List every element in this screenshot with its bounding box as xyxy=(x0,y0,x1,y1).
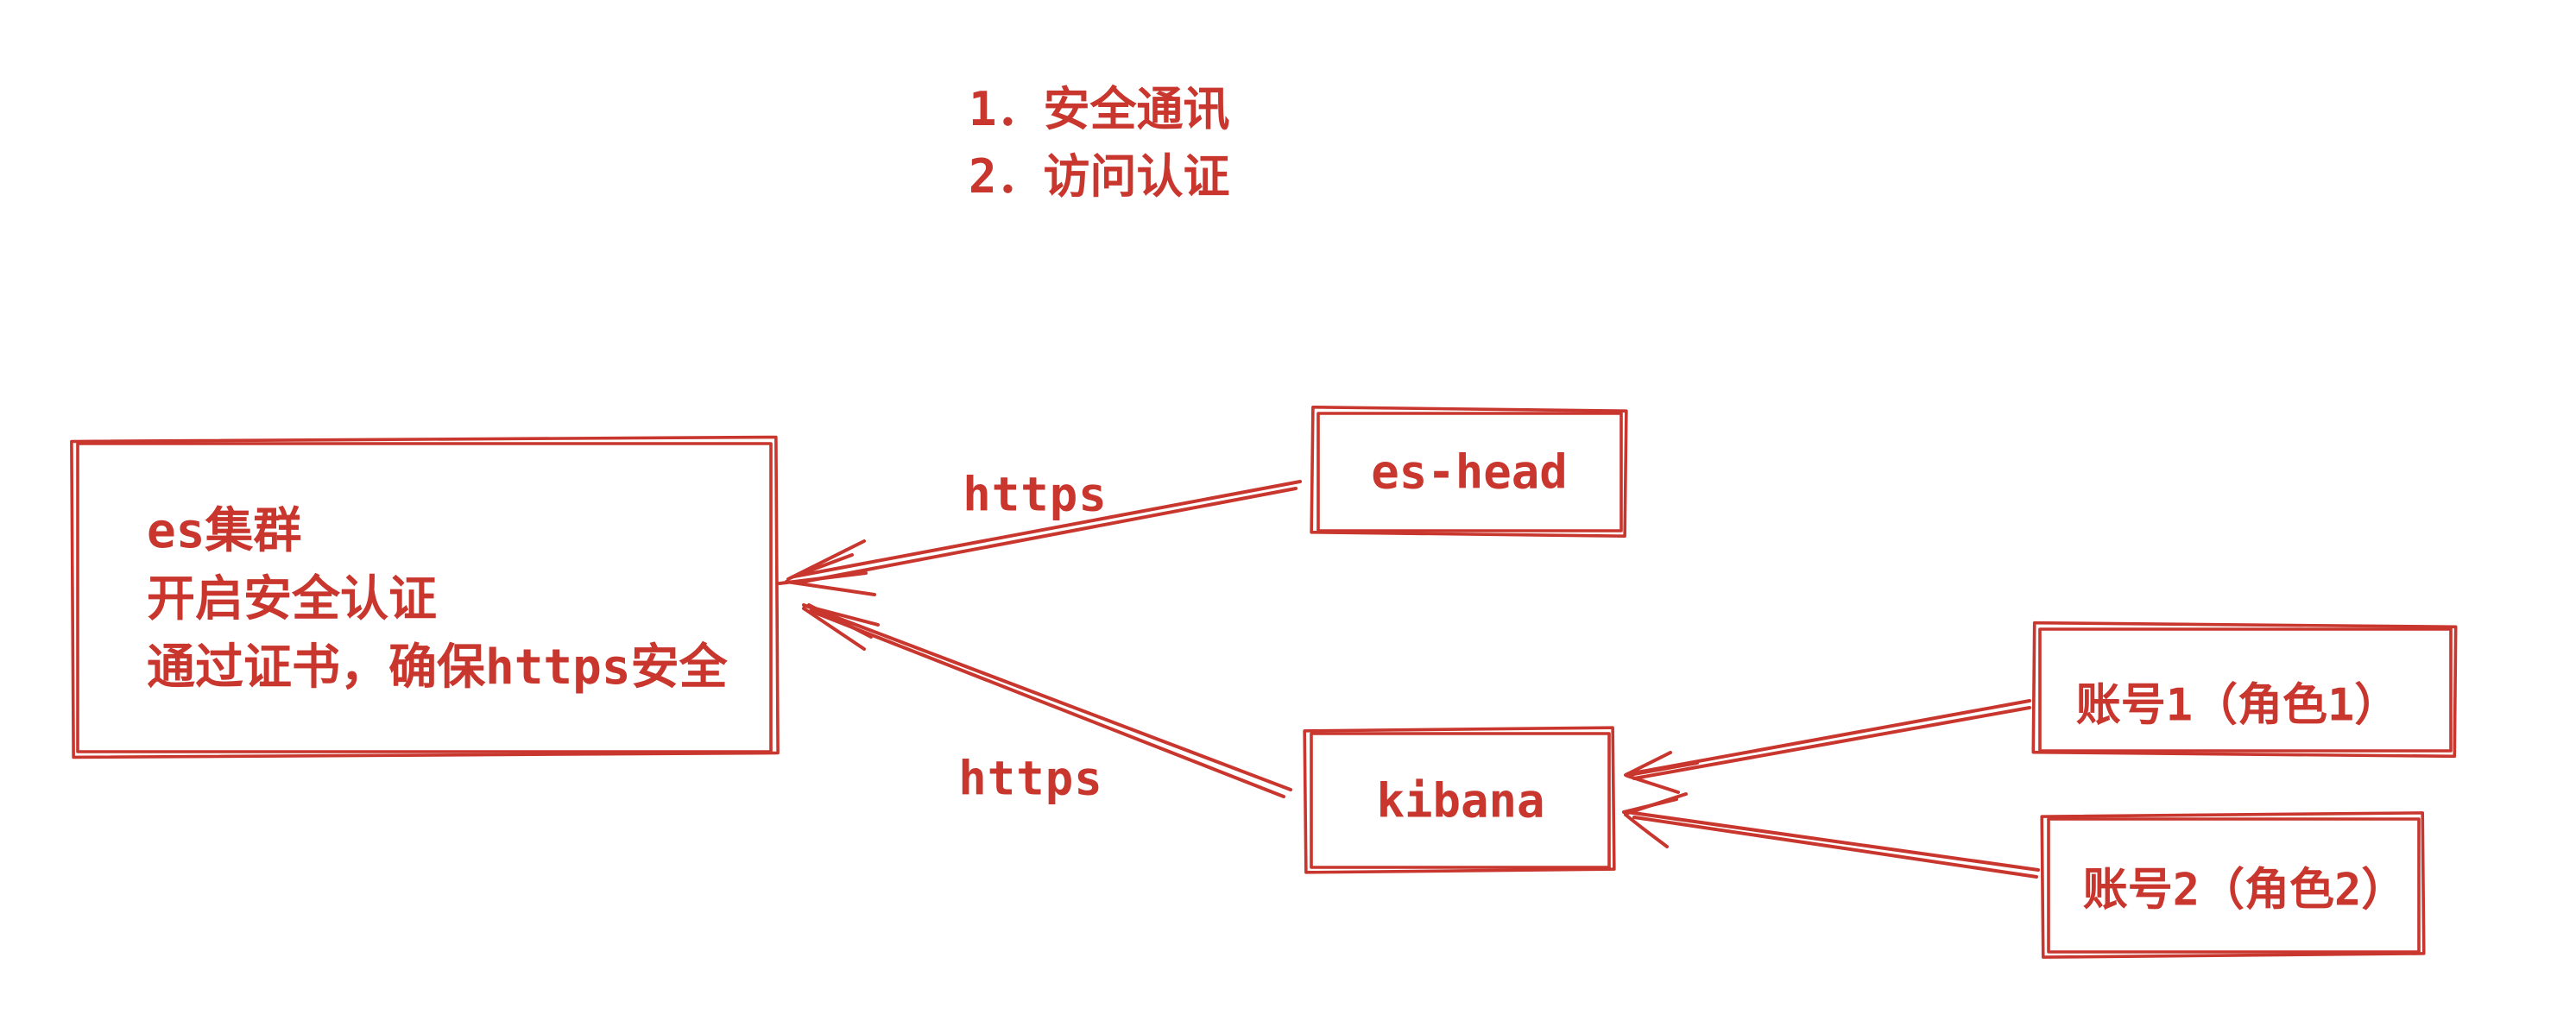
account2-box-border xyxy=(2040,811,2426,959)
box-stroke xyxy=(70,435,780,759)
es-head-node-label: es-head xyxy=(1371,444,1568,500)
arrow-head xyxy=(785,580,876,596)
es-cluster-line-1: es集群 xyxy=(147,503,302,559)
es-cluster-node-text: es集群 开启安全认证 通过证书，确保https安全 xyxy=(147,497,728,702)
arrow-kibana-to-escluster xyxy=(802,603,1292,798)
arrow-head xyxy=(1626,774,1680,794)
arrow-shaft xyxy=(802,603,1292,791)
notes-list-item-2: 2．访问认证 xyxy=(969,149,1230,204)
es-head-box-border xyxy=(1310,405,1628,539)
box-stroke xyxy=(1303,726,1616,874)
account2-node-label: 账号2（角色2） xyxy=(2082,864,2407,917)
arrow-head xyxy=(790,553,854,579)
arrow-head xyxy=(807,603,873,639)
arrow-head xyxy=(1624,792,1688,816)
box-stroke xyxy=(1310,732,1611,869)
notes-list: 1．安全通讯 2．访问认证 xyxy=(969,76,1230,211)
arrow-head xyxy=(1627,761,1699,777)
arrow-shaft xyxy=(802,487,1297,583)
arrow-head xyxy=(1624,751,1672,777)
arrow-account1-to-kibana xyxy=(1624,699,2031,794)
arrow-head xyxy=(802,607,866,651)
box-stroke xyxy=(2038,627,2453,753)
kibana-node-label: kibana xyxy=(1376,773,1545,829)
box-stroke xyxy=(76,442,773,753)
arrow-account2-to-kibana xyxy=(1622,792,2040,879)
es-cluster-box-border xyxy=(70,435,780,759)
arrow-shaft xyxy=(1632,706,2031,780)
es-cluster-line-3: 通过证书，确保https安全 xyxy=(147,640,728,696)
box-stroke xyxy=(1310,405,1628,539)
account1-node-label: 账号1（角色1） xyxy=(2075,679,2400,732)
arrow-shaft xyxy=(792,480,1302,578)
account1-box-border xyxy=(2031,621,2458,759)
kibana-box-border xyxy=(1303,726,1616,874)
box-stroke xyxy=(1316,412,1623,532)
box-stroke xyxy=(2031,621,2458,759)
https-edge-label-kibana: https xyxy=(958,751,1103,806)
arrow-shaft xyxy=(1632,816,2038,879)
arrow-head xyxy=(1624,813,1669,848)
arrow-eshead-to-escluster xyxy=(778,480,1302,596)
es-cluster-line-2: 开启安全认证 xyxy=(147,571,437,627)
box-stroke xyxy=(2047,817,2421,954)
notes-list-item-1: 1．安全通讯 xyxy=(969,82,1230,136)
arrow-shaft xyxy=(1626,810,2040,872)
https-edge-label-eshead: https xyxy=(963,467,1108,522)
arrow-shaft xyxy=(809,609,1285,798)
box-stroke xyxy=(2040,811,2426,959)
arrow-head xyxy=(778,571,868,585)
